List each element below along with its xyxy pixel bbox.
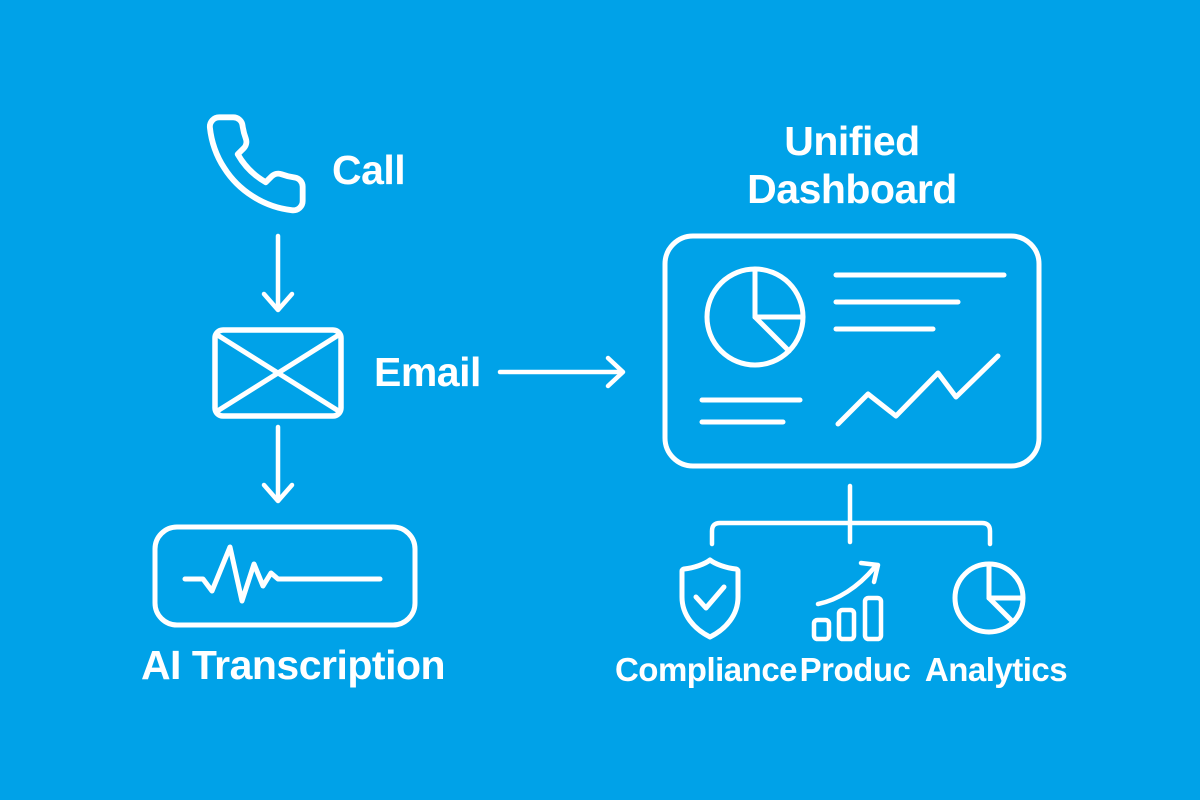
branch-connector xyxy=(709,483,993,547)
produc-label: Produc xyxy=(799,651,911,688)
trend-line-icon xyxy=(835,353,1001,427)
arrow-down-icon xyxy=(261,233,295,313)
phone-icon xyxy=(206,114,306,214)
arrow-down-icon xyxy=(261,424,295,504)
compliance-label: Compliance xyxy=(614,651,798,688)
text-lines-icon xyxy=(699,272,1007,425)
arrow-right-icon xyxy=(497,355,626,389)
dashboard-card-icon xyxy=(662,233,1042,469)
transcription-box xyxy=(152,524,418,628)
email-label: Email xyxy=(374,349,481,395)
shield-check-icon xyxy=(679,557,741,640)
transcription-label: AI Transcription xyxy=(140,642,446,688)
call-label: Call xyxy=(332,147,406,193)
check-icon xyxy=(693,584,727,611)
pie-chart-icon xyxy=(952,561,1026,635)
dashboard-title: Unified Dashboard xyxy=(747,118,957,212)
waveform-icon xyxy=(182,544,383,604)
envelope-icon xyxy=(212,327,344,419)
pie-chart-icon xyxy=(704,266,806,368)
analytics-label: Analytics xyxy=(924,651,1068,688)
growth-bars-icon xyxy=(811,560,884,642)
